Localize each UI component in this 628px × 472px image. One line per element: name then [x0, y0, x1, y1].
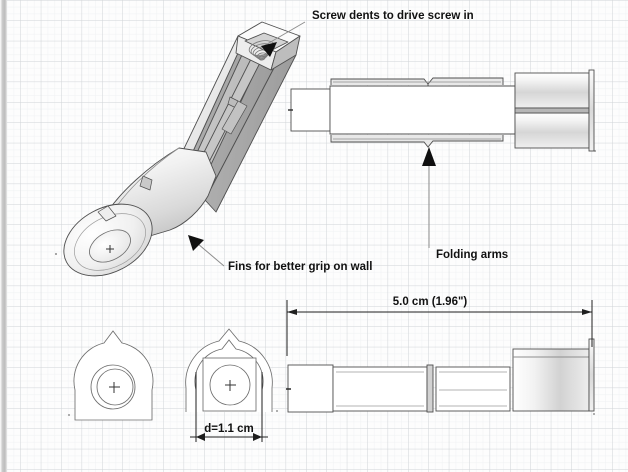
- iso-center-mark: [106, 245, 114, 253]
- fins-grip-label: Fins for better grip on wall: [228, 261, 372, 273]
- annotation-folding-arms: Folding arms: [422, 147, 508, 261]
- left-margin-strip: [0, 0, 7, 472]
- annotation-fins-grip: Fins for better grip on wall: [188, 235, 372, 273]
- side-cylinder-upper: [514, 72, 590, 109]
- plan-reference-point: [593, 413, 595, 415]
- dimension-overall-length: [286, 300, 593, 356]
- plan-joint-block: [426, 364, 434, 413]
- plan-tip-block: [287, 364, 334, 413]
- side-folding-arm-lower: [330, 135, 504, 148]
- view-end-section: [185, 328, 278, 412]
- dim-length-arrow-right: [582, 309, 592, 315]
- screw-dents-leader: [261, 21, 306, 48]
- side-body-outline: [329, 85, 516, 135]
- view-isometric-3d: [55, 21, 301, 277]
- side-folding-arm-upper: [330, 77, 504, 85]
- iso-screw-pocket: [244, 32, 289, 53]
- folding-arms-label: Folding arms: [436, 249, 508, 261]
- iso-collar-inner-rim: [74, 213, 146, 271]
- iso-top-block-right: [270, 35, 301, 71]
- iso-reference-point: [55, 253, 57, 255]
- end-section-center-mark: [225, 380, 236, 391]
- plan-cylinder-plate: [512, 348, 590, 412]
- end-front-reference-point: [68, 414, 70, 416]
- end-section-reference-point: [276, 410, 278, 412]
- view-end-front: [68, 330, 154, 421]
- fins-grip-arrowhead: [188, 235, 204, 251]
- iso-collar-fin-notch: [97, 205, 117, 222]
- folding-arms-arrowhead: [422, 147, 436, 166]
- dim-length-arrow-left: [287, 309, 297, 315]
- side-end-flange: [588, 69, 595, 152]
- end-front-center-mark: [109, 382, 120, 393]
- dimension-body-diameter: [190, 372, 268, 442]
- dim-diameter-arrow-right: [253, 433, 262, 441]
- side-reference-point: [594, 150, 596, 152]
- plan-end-flange: [588, 338, 595, 412]
- view-side-elevation: [288, 69, 596, 152]
- screw-dents-arrowhead: [261, 42, 277, 57]
- screw-dents-label: Screw dents to drive screw in: [312, 10, 474, 22]
- side-cylinder-band: [514, 107, 590, 114]
- dim-diameter-arrow-left: [196, 433, 205, 441]
- annotation-screw-dents: Screw dents to drive screw in: [261, 10, 474, 57]
- dimension-overall-length-label: 5.0 cm (1.96"): [393, 296, 468, 308]
- dimension-body-diameter-label: d=1.1 cm: [204, 423, 254, 435]
- view-top-plan: [286, 338, 595, 415]
- iso-shoulder-step: [221, 100, 248, 135]
- plan-arm-segment-2: [435, 366, 511, 412]
- plan-arm-segment-1: [332, 366, 428, 412]
- iso-fin-ridge: [139, 175, 153, 191]
- side-cylinder-lower: [514, 112, 590, 149]
- side-tip-block: [290, 88, 331, 132]
